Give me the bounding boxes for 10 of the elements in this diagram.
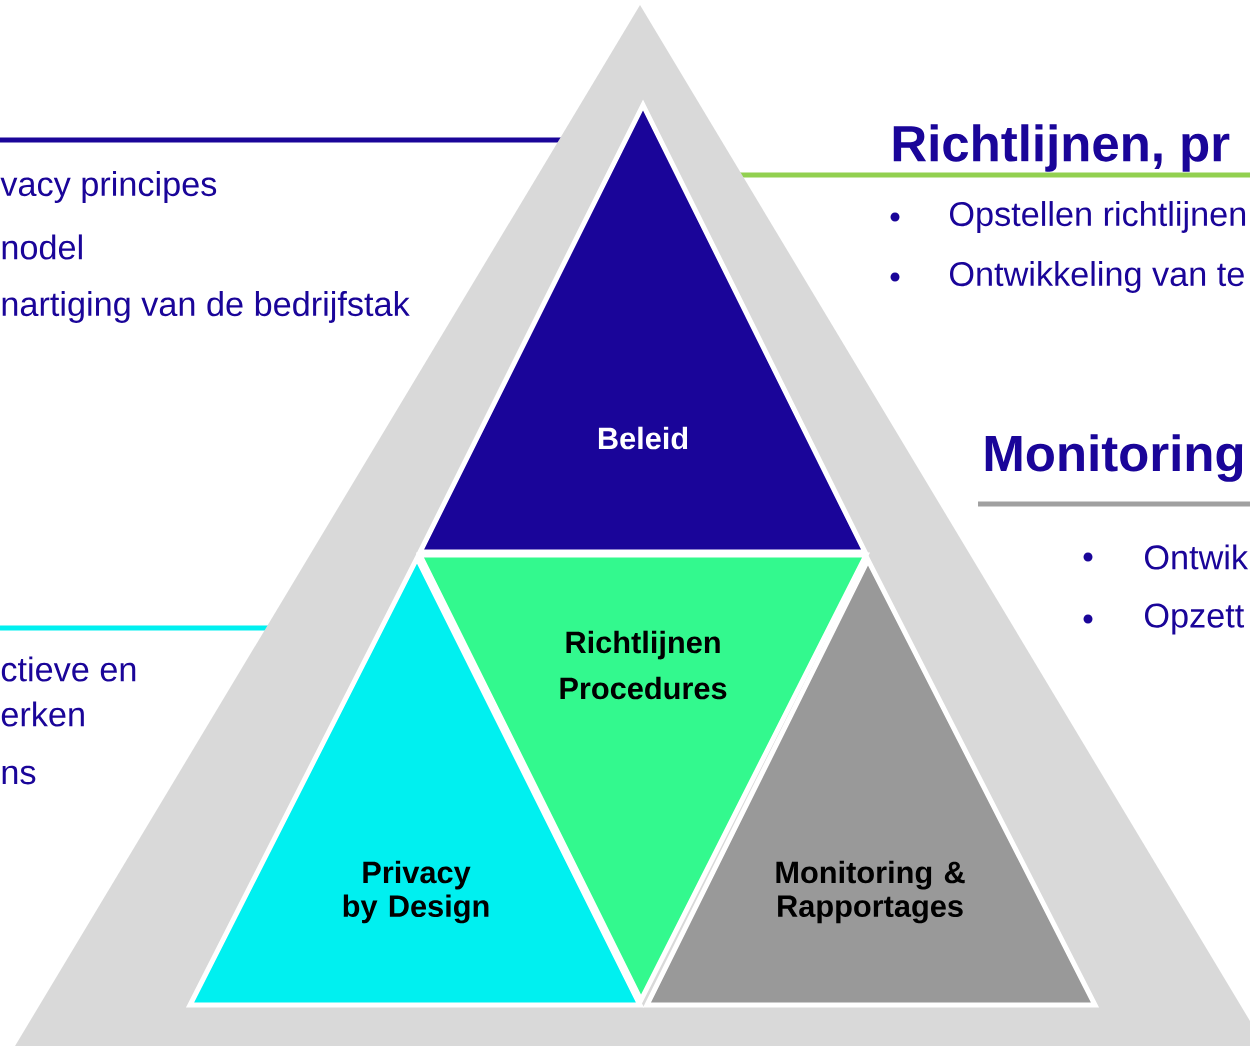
list-item: ns: [2, 765, 36, 785]
list-item: ctieve en: [1, 656, 136, 682]
list-item: Ontwik: [1145, 544, 1249, 570]
heading: Monitoring: [985, 434, 1243, 482]
list-item: Opzett: [1145, 603, 1245, 635]
list-item: Ontwikkeling van te: [950, 261, 1244, 293]
list-item: nodel: [2, 234, 82, 260]
list-item: vacy principes: [0, 171, 217, 203]
list-item: erken: [1, 701, 84, 727]
list-item: Opstellen richtlijnen: [950, 201, 1246, 233]
